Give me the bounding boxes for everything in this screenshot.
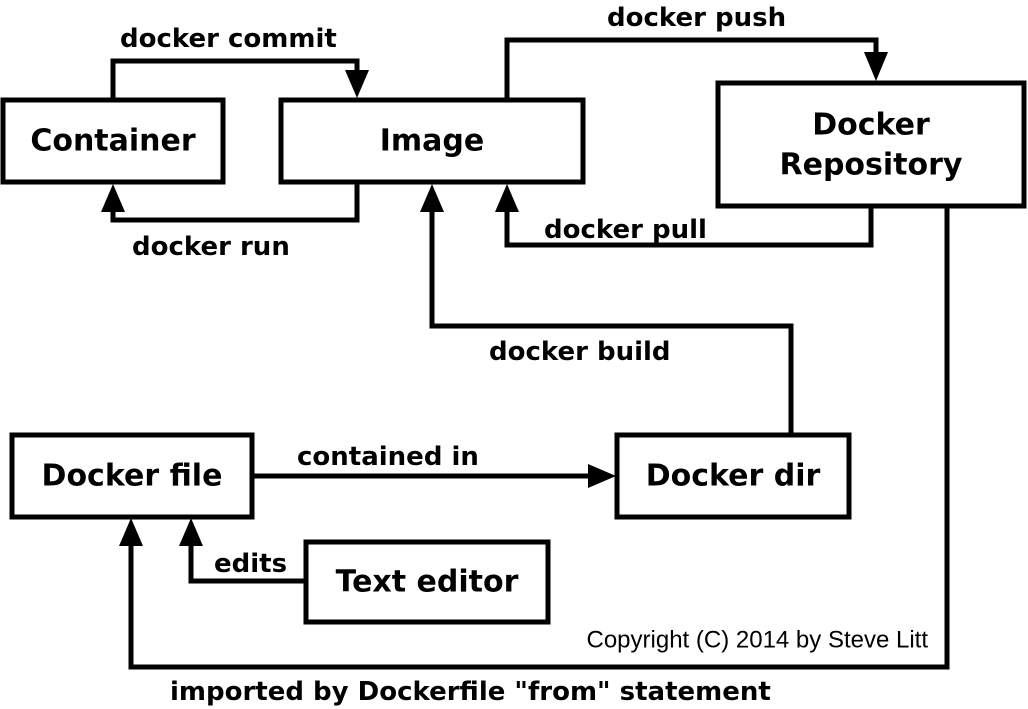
- edge-edits: [179, 518, 306, 584]
- label-edits: edits: [214, 549, 287, 579]
- label-imported-from: imported by Dockerfile "from" statement: [170, 677, 771, 707]
- label-docker-run: docker run: [132, 232, 290, 262]
- edge-docker-pull: [495, 184, 874, 248]
- edge-docker-run: [101, 184, 360, 223]
- label-docker-push: docker push: [607, 3, 786, 33]
- node-text-editor-label: Text editor: [336, 565, 519, 600]
- node-text-editor: Text editor: [303, 539, 551, 625]
- node-docker-file-label: Docker file: [42, 459, 223, 494]
- node-repository-label-line1: Docker: [812, 108, 930, 143]
- edge-docker-commit: [110, 58, 369, 100]
- node-docker-dir-label: Docker dir: [646, 459, 821, 494]
- label-docker-pull: docker pull: [544, 215, 707, 245]
- edge-docker-push: [504, 37, 888, 100]
- node-docker-repository: Docker Repository: [715, 80, 1027, 209]
- edge-imported-from: [119, 208, 950, 670]
- label-docker-commit: docker commit: [120, 24, 337, 54]
- copyright-notice: Copyright (C) 2014 by Steve Litt: [587, 627, 929, 654]
- node-image: Image: [278, 97, 586, 185]
- node-docker-file: Docker file: [9, 432, 255, 520]
- node-image-label: Image: [380, 124, 485, 159]
- node-repository-label-line2: Repository: [780, 148, 963, 183]
- node-container-label: Container: [30, 124, 196, 159]
- label-contained-in: contained in: [297, 442, 479, 472]
- edge-docker-build: [420, 184, 794, 435]
- label-docker-build: docker build: [489, 337, 671, 367]
- edge-contained-in: [252, 464, 616, 488]
- node-container: Container: [0, 97, 226, 185]
- node-docker-dir: Docker dir: [614, 432, 852, 520]
